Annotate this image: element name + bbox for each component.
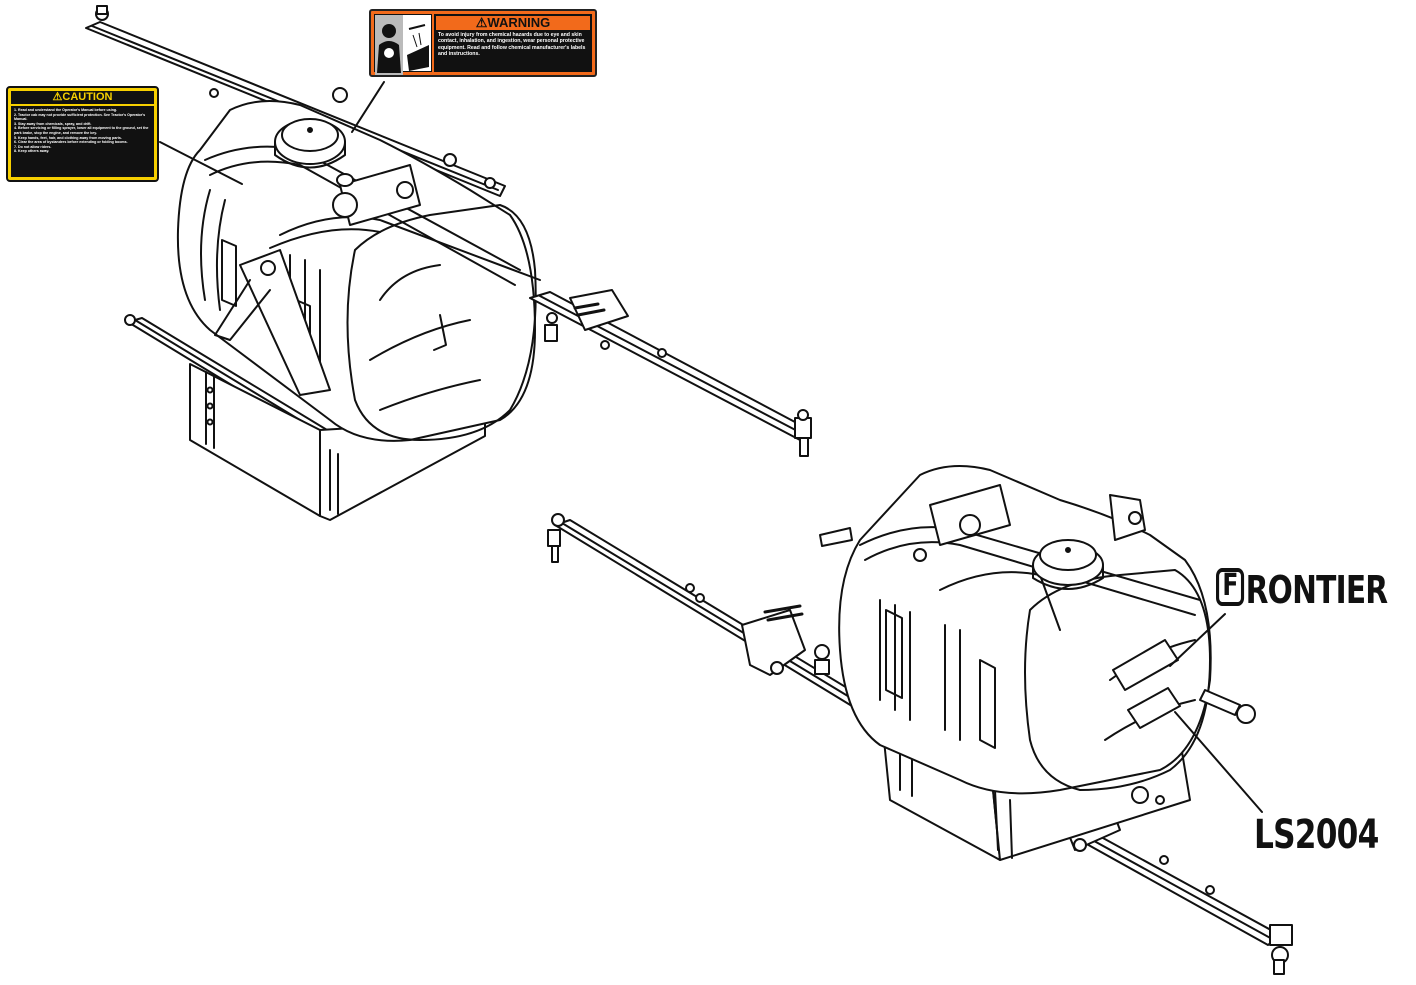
caution-line: 4. Before servicing or filling sprayer, … <box>14 126 149 135</box>
caution-line: 2. Tractor cab may not provide sufficien… <box>14 112 146 122</box>
sprayer-front-view <box>547 465 1293 975</box>
caution-line: 7. Do not allow riders. <box>14 144 52 149</box>
caution-title: ⚠CAUTION <box>11 91 154 104</box>
warning-text: To avoid injury from chemical hazards du… <box>438 32 586 58</box>
frontier-logo-text: RONTIER <box>1245 568 1388 612</box>
model-leader-line <box>1174 711 1263 813</box>
warning-title: ⚠WARNING <box>436 16 590 30</box>
brand-leader-line <box>1169 613 1226 667</box>
caution-leader-line <box>159 141 243 185</box>
warning-leader-line <box>351 81 385 133</box>
caution-line: 5. Keep hands, feet, hair, and clothing … <box>14 135 122 140</box>
warning-decal: ⚠WARNING To avoid injury from chemical h… <box>369 9 597 77</box>
caution-line: 1. Read and understand the Operator's Ma… <box>14 108 118 112</box>
protective-gear-pictogram <box>374 14 432 75</box>
model-number: LS2004 <box>1254 812 1379 858</box>
caution-body: 1. Read and understand the Operator's Ma… <box>11 106 154 177</box>
frontier-logo-initial: F <box>1216 568 1245 606</box>
warning-panel: ⚠WARNING To avoid injury from chemical h… <box>434 14 592 72</box>
caution-decal: ⚠CAUTION 1. Read and understand the Oper… <box>6 86 159 182</box>
caution-line: 6. Clear the area of bystanders before e… <box>14 140 128 145</box>
caution-line: 3. Stay away from chemicals, spray, and … <box>14 121 92 126</box>
caution-line: 8. Keep others away. <box>14 149 50 154</box>
sprayer-rear-view <box>85 5 812 521</box>
